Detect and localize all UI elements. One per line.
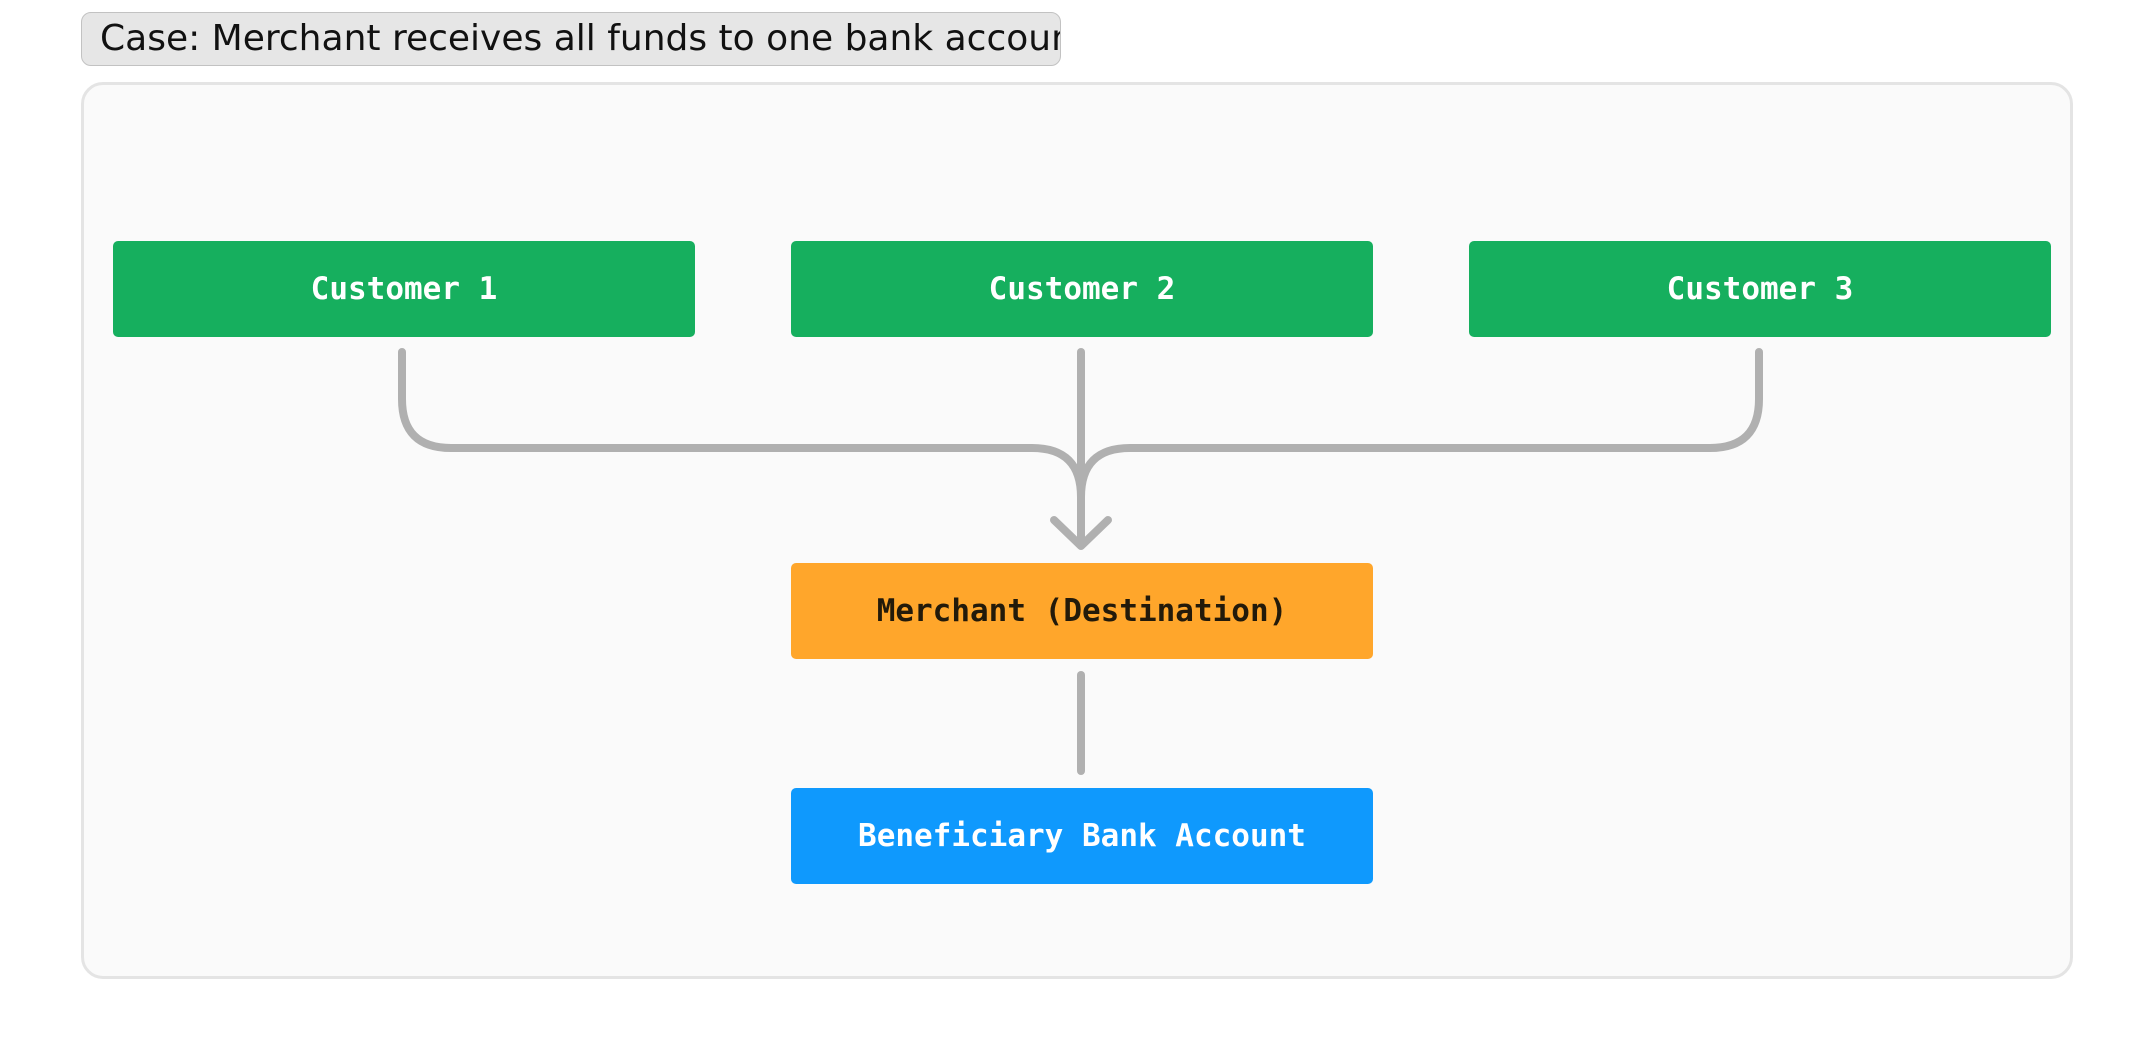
node-customer-2-label: Customer 2 — [988, 271, 1176, 307]
node-customer-3: Customer 3 — [1469, 241, 2051, 337]
node-merchant-label: Merchant (Destination) — [876, 593, 1288, 629]
node-merchant: Merchant (Destination) — [791, 563, 1373, 659]
node-bank-label: Beneficiary Bank Account — [858, 818, 1306, 854]
node-customer-1-label: Customer 1 — [310, 271, 498, 307]
node-beneficiary-bank-account: Beneficiary Bank Account — [791, 788, 1373, 884]
case-label: Case: Merchant receives all funds to one… — [81, 12, 1061, 66]
node-customer-3-label: Customer 3 — [1666, 271, 1854, 307]
node-customer-1: Customer 1 — [113, 241, 695, 337]
node-customer-2: Customer 2 — [791, 241, 1373, 337]
